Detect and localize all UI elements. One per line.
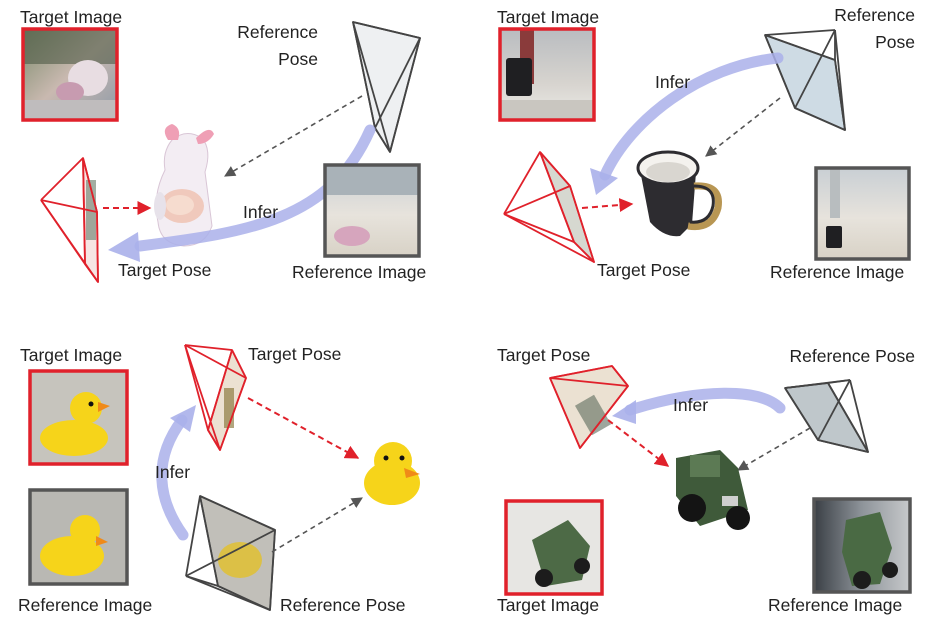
target-pose-label: Target Pose (118, 260, 211, 280)
target-pose-label: Target Pose (597, 260, 690, 280)
reference-projection-arrow (271, 497, 363, 553)
gray-camera-frustum-icon (764, 29, 846, 131)
reference-pose-label-line2: Pose (875, 32, 915, 52)
panel-bottom-right: Target Pose Infer Reference Pose (497, 345, 915, 615)
reference-projection-arrow (705, 97, 781, 157)
infer-arrow (599, 52, 784, 181)
target-image-label: Target Image (20, 345, 122, 365)
infer-label: Infer (673, 395, 708, 415)
red-camera-frustum-icon (549, 365, 629, 449)
red-camera-frustum-icon (503, 151, 595, 263)
coffee-mug-object (636, 150, 722, 237)
panel-bottom-left: Target Image Target Pose Infer (18, 344, 420, 615)
red-camera-frustum-icon (40, 157, 99, 283)
gray-camera-frustum-icon (185, 495, 276, 611)
reference-pose-label: Reference (237, 22, 318, 42)
target-pose-label: Target Pose (497, 345, 590, 365)
rubber-duck-object (364, 442, 420, 505)
target-projection-arrow (247, 397, 360, 459)
reference-image-label: Reference Image (770, 262, 904, 282)
reference-pose-label-line2: Pose (278, 49, 318, 69)
reference-image-label: Reference Image (768, 595, 902, 615)
panel-top-right: Target Image Reference Pose Infer (497, 5, 915, 282)
target-projection-arrow (581, 198, 634, 212)
reference-image-thumbnail (814, 166, 911, 261)
panel-top-left: Target Image Reference Pose (20, 7, 426, 283)
infer-arrow (134, 124, 376, 252)
target-image-label: Target Image (20, 7, 122, 27)
gray-camera-frustum-icon (784, 379, 869, 453)
toy-scooter-object (154, 124, 214, 247)
toy-tractor-object (676, 450, 750, 530)
target-image-thumbnail (504, 499, 604, 596)
reference-pose-label: Reference (834, 5, 915, 25)
infer-arrow (156, 414, 189, 541)
target-image-label: Target Image (497, 7, 599, 27)
infer-arrow (624, 387, 786, 416)
infer-label: Infer (155, 462, 190, 482)
target-projection-arrow (607, 419, 670, 467)
reference-image-thumbnail (812, 497, 912, 594)
reference-image-thumbnail (28, 488, 129, 586)
reference-pose-label: Reference Pose (790, 346, 916, 366)
gray-camera-frustum-icon (352, 21, 421, 153)
reference-image-thumbnail (323, 163, 421, 258)
target-image-thumbnail (498, 27, 596, 122)
reference-projection-arrow (737, 427, 811, 471)
reference-pose-label: Reference Pose (280, 595, 406, 615)
infer-label: Infer (655, 72, 690, 92)
reference-image-label: Reference Image (18, 595, 152, 615)
target-image-thumbnail (21, 27, 119, 122)
target-pose-label: Target Pose (248, 344, 341, 364)
infer-label: Infer (243, 202, 278, 222)
target-image-thumbnail (28, 369, 129, 466)
reference-image-label: Reference Image (292, 262, 426, 282)
target-image-label: Target Image (497, 595, 599, 615)
red-camera-frustum-icon (184, 344, 247, 451)
